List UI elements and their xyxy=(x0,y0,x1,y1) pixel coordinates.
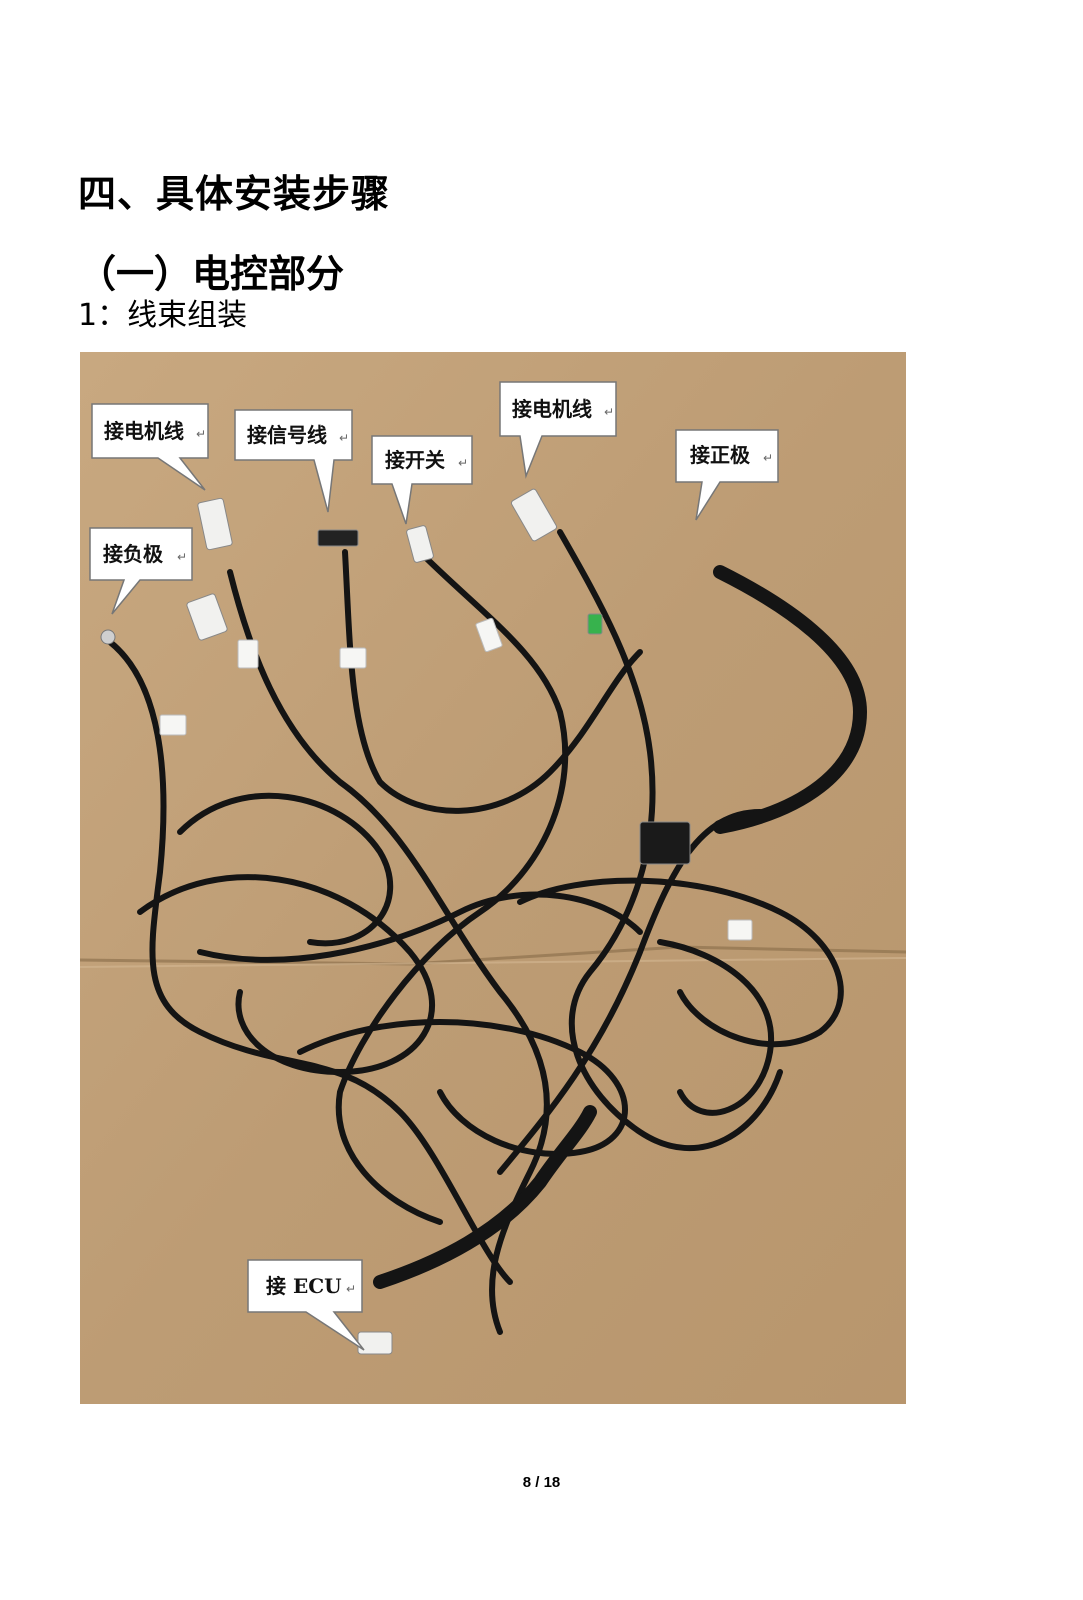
signal-connector xyxy=(317,529,359,547)
negative-terminal xyxy=(100,629,116,645)
subsection-heading: （一）电控部分 xyxy=(78,252,345,296)
callout-label-switch: 接开关 xyxy=(385,448,445,472)
svg-text:↵: ↵ xyxy=(346,1282,356,1296)
harness-wires xyxy=(107,529,868,1335)
svg-text:↵: ↵ xyxy=(458,456,468,470)
connectors xyxy=(100,488,691,1355)
svg-text:↵: ↵ xyxy=(177,550,187,564)
callout-label-ecu: 接 ECU xyxy=(266,1274,342,1298)
svg-text:↵: ↵ xyxy=(604,405,614,419)
relay-box xyxy=(639,821,691,865)
ecu-connector xyxy=(357,1331,393,1355)
callout-label-motor-right: 接电机线 xyxy=(512,397,592,421)
step-title: 1：线束组装 xyxy=(78,298,248,333)
green-clip xyxy=(587,613,603,635)
motor-left-connector xyxy=(197,497,233,551)
callout-label-signal: 接信号线 xyxy=(247,423,327,447)
callout-negative: 接负极 ↵ xyxy=(89,527,193,615)
page-number: 8 / 18 xyxy=(522,1474,561,1491)
callout-motor-left: 接电机线 ↵ xyxy=(91,403,209,491)
section-heading: 四、具体安装步骤 xyxy=(78,172,391,216)
svg-text:↵: ↵ xyxy=(196,427,206,441)
callout-label-positive: 接正极 xyxy=(690,443,751,467)
svg-text:↵: ↵ xyxy=(763,451,773,465)
wiring-harness-photo: 接电机线 ↵ 接信号线 ↵ 接开关 ↵ 接电机线 ↵ 接正极 ↵ 接负极 ↵ xyxy=(80,352,906,1404)
callout-label-negative: 接负极 xyxy=(103,542,164,566)
callout-ecu: 接 ECU ↵ xyxy=(247,1259,365,1351)
motor-right-connector xyxy=(510,488,558,542)
callout-label-motor-left: 接电机线 xyxy=(104,419,184,443)
svg-text:↵: ↵ xyxy=(339,431,349,445)
callout-positive: 接正极 ↵ xyxy=(675,429,779,521)
callout-signal: 接信号线 ↵ xyxy=(234,409,353,513)
callout-motor-right: 接电机线 ↵ xyxy=(499,381,617,479)
callout-switch: 接开关 ↵ xyxy=(371,435,473,525)
switch-connector xyxy=(406,525,434,563)
wire-tags xyxy=(159,617,753,941)
